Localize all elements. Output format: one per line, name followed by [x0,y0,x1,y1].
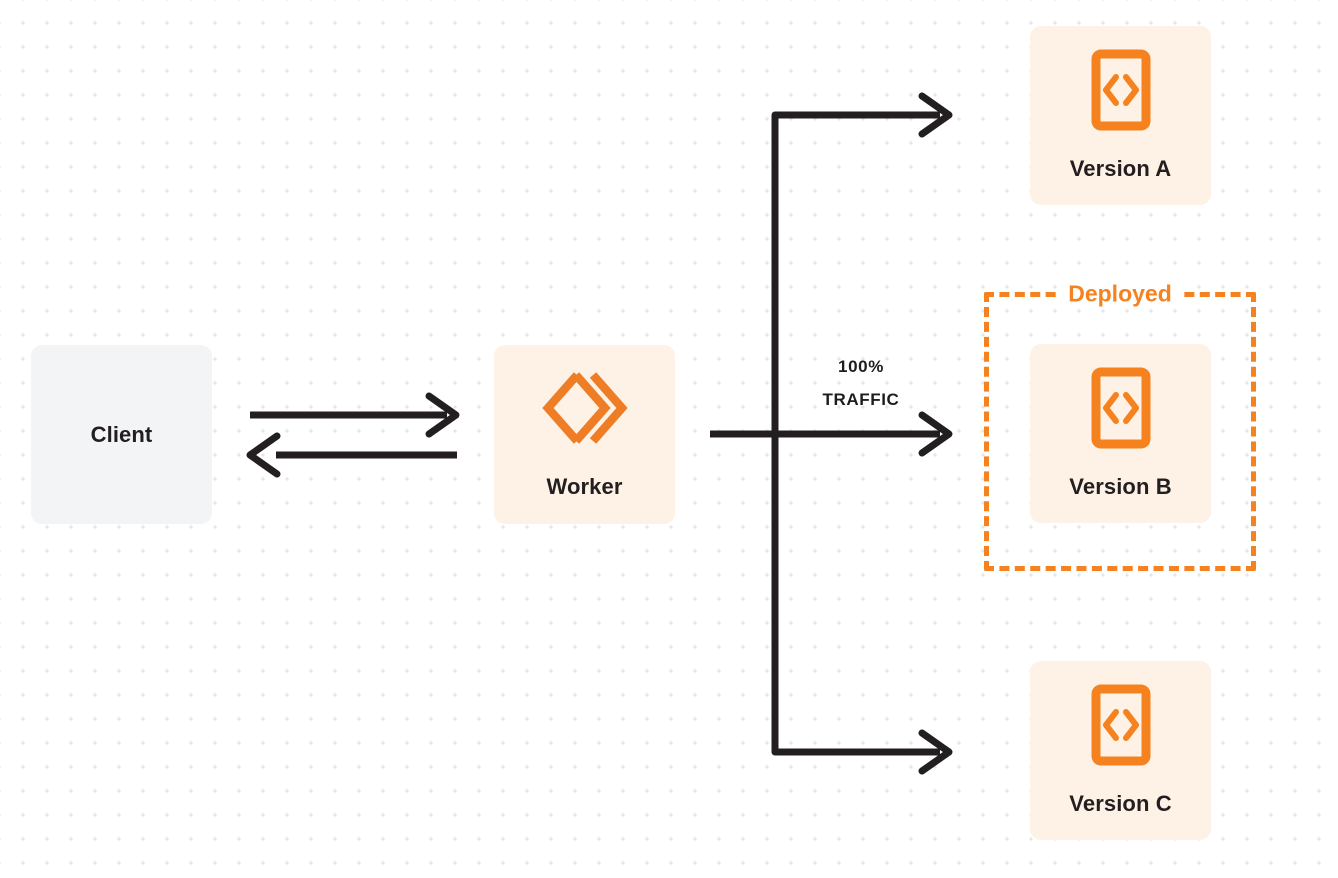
code-file-icon [1091,684,1151,771]
edge-client-to-worker [250,392,460,438]
traffic-percent-text: 100% [838,357,884,376]
edge-bus-to-version-c [775,729,953,775]
edge-bus-to-version-a [775,92,953,138]
node-version-c[interactable]: Version C [1030,661,1211,840]
cloudflare-workers-logo-icon [541,369,628,452]
node-version-b-label: Version B [1069,474,1172,499]
code-file-icon [1091,367,1151,454]
deployed-group-label: Deployed [1058,282,1182,306]
code-file-icon [1091,49,1151,136]
node-version-b[interactable]: Version B [1030,344,1211,523]
branch-bus [771,111,782,756]
node-worker[interactable]: Worker [494,345,675,524]
traffic-word-text: TRAFFIC [822,390,900,409]
deployed-group: Deployed [984,282,1256,571]
edge-bus-to-version-b [775,411,953,457]
node-version-a-label: Version A [1069,156,1172,181]
node-worker-label: Worker [546,474,623,499]
node-client-label: Client [90,421,153,447]
node-client[interactable]: Client [31,345,212,524]
traffic-split-label: 100% TRAFFIC [786,350,936,416]
edge-worker-to-client [246,432,457,478]
node-version-a[interactable]: Version A [1030,26,1211,205]
node-version-c-label: Version C [1069,791,1172,816]
